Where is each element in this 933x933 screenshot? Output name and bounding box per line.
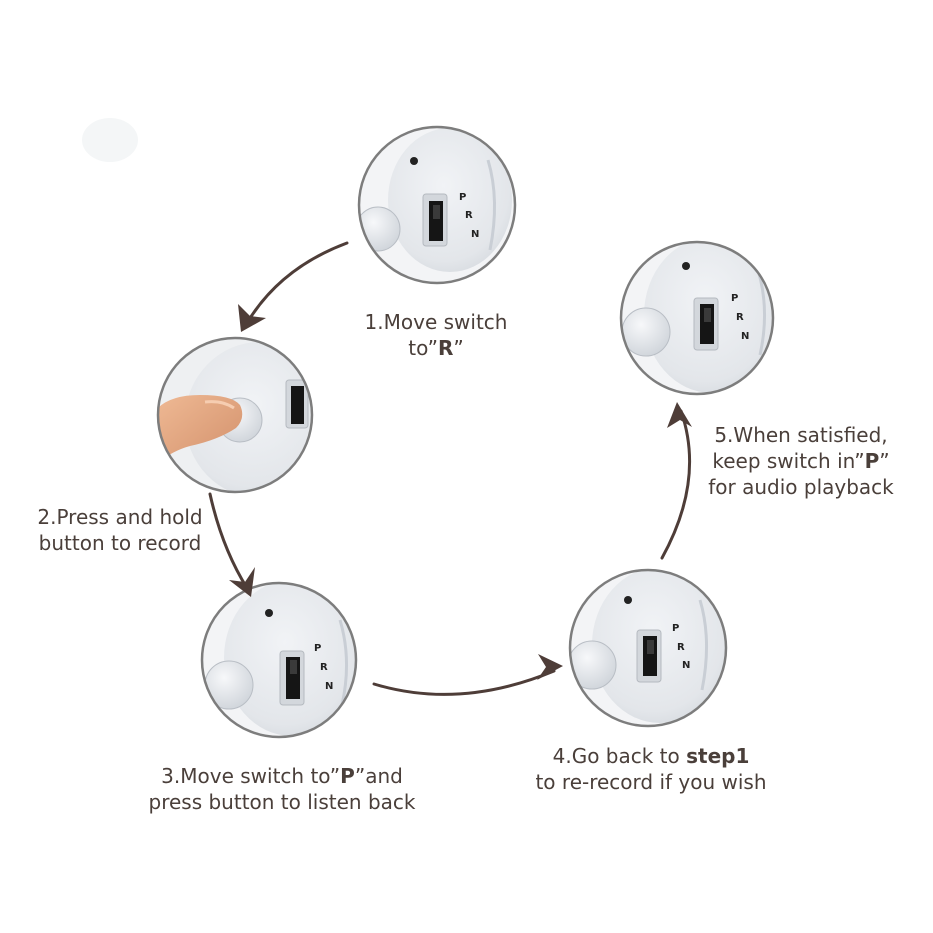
- arrow-step1-to-step2: [245, 241, 349, 325]
- arrowhead-step3: [229, 567, 255, 597]
- arrowheads: [229, 304, 692, 680]
- step2-caption-line2: button to record: [38, 531, 202, 555]
- step4-device-photo: P R N: [568, 568, 728, 728]
- background-smudge: [82, 118, 138, 162]
- flow-arrows: [208, 241, 692, 696]
- finger-icon: [158, 395, 243, 470]
- step5-caption: 5.When satisfied, keep switch in”P” for …: [676, 422, 926, 500]
- step3-caption-line2: press button to listen back: [148, 790, 416, 814]
- arrowhead-step2: [238, 304, 266, 332]
- svg-text:P: P: [731, 293, 738, 304]
- step5-device-photo: P R N: [619, 240, 775, 396]
- step3-caption-line1: 3.Move switch to”P”and: [161, 764, 403, 788]
- step3-device-photo: P R N: [200, 581, 358, 739]
- step5-circle-frame: [619, 240, 775, 396]
- step4-caption-line1: 4.Go back to step1: [552, 744, 750, 768]
- step4-circle-frame: [568, 568, 728, 728]
- step5-caption-line3: for audio playback: [708, 475, 894, 499]
- step2-caption: 2.Press and hold button to record: [14, 504, 226, 556]
- step2-caption-line1: 2.Press and hold: [37, 505, 203, 529]
- step2-device-photo: [156, 336, 314, 494]
- step1-caption-line2: to”R”: [408, 336, 464, 360]
- arrowhead-step5: [667, 402, 692, 428]
- svg-text:R: R: [320, 662, 328, 673]
- arrow-step3-to-step4: [372, 669, 556, 696]
- arrow-step4-to-step5: [660, 409, 692, 560]
- arrowhead-step4: [537, 654, 563, 680]
- svg-text:R: R: [677, 642, 685, 653]
- svg-text:N: N: [325, 681, 333, 692]
- arrow-step2-to-step3: [208, 492, 249, 590]
- step4-caption-line2: to re-record if you wish: [535, 770, 767, 794]
- step2-circle-frame: [156, 336, 314, 494]
- step5-caption-line2: keep switch in”P”: [712, 449, 890, 473]
- svg-text:R: R: [465, 210, 473, 221]
- svg-text:P: P: [314, 643, 321, 654]
- svg-text:N: N: [741, 331, 749, 342]
- svg-text:N: N: [471, 229, 479, 240]
- step1-caption: 1.Move switch to”R”: [330, 309, 542, 361]
- step3-caption: 3.Move switch to”P”and press button to l…: [110, 763, 454, 815]
- svg-text:P: P: [672, 623, 679, 634]
- svg-text:P: P: [459, 192, 466, 203]
- step5-caption-line1: 5.When satisfied,: [714, 423, 888, 447]
- step3-circle-frame: [200, 581, 358, 739]
- svg-text:N: N: [682, 660, 690, 671]
- step1-circle-frame: [357, 125, 517, 285]
- step4-caption: 4.Go back to step1 to re-record if you w…: [496, 743, 806, 795]
- svg-text:R: R: [736, 312, 744, 323]
- step1-caption-line1: 1.Move switch: [364, 310, 508, 334]
- step1-device-photo: P R N: [357, 125, 517, 285]
